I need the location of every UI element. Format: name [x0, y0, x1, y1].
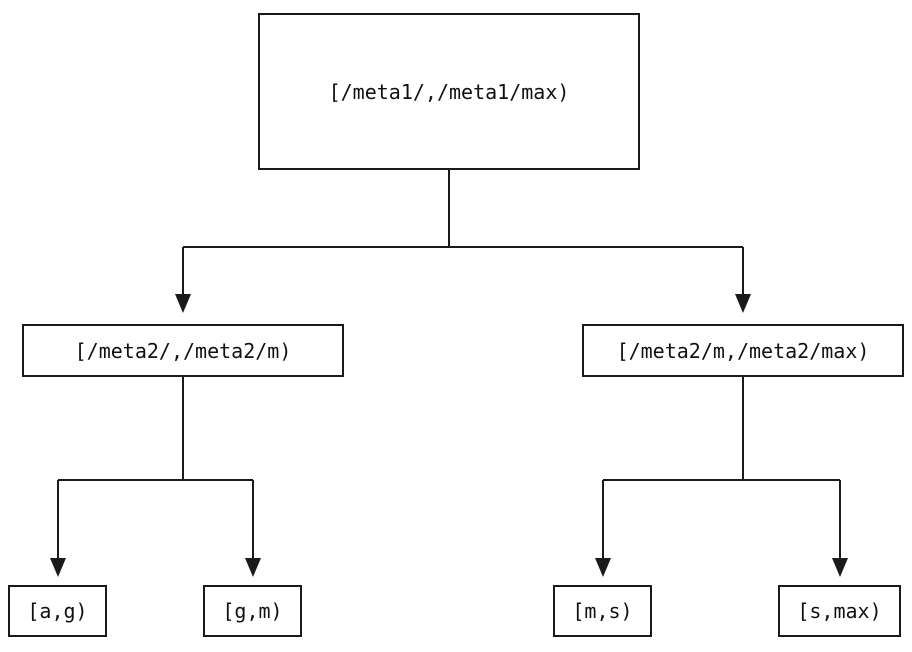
arrowhead-down-icon: [245, 558, 261, 577]
tree-node-label: [/meta1/,/meta1/max): [328, 79, 570, 104]
tree-node-label: [/meta2/m,/meta2/max): [616, 338, 870, 363]
arrowhead-down-icon: [595, 558, 611, 577]
tree-node-label: [g,m): [222, 599, 283, 623]
tree-node-label: [/meta2/,/meta2/m): [74, 338, 292, 363]
tree-node-meta2-low: [/meta2/,/meta2/m): [22, 324, 344, 377]
tree-node-leaf-ms: [m,s): [553, 585, 652, 637]
tree-node-label: [a,g): [27, 599, 88, 623]
arrowhead-down-icon: [50, 558, 66, 577]
tree-node-label: [s,max): [797, 599, 882, 623]
tree-node-label: [m,s): [572, 599, 633, 623]
tree-node-meta2-high: [/meta2/m,/meta2/max): [582, 324, 904, 377]
arrowhead-down-icon: [735, 294, 751, 313]
tree-node-leaf-gm: [g,m): [203, 585, 302, 637]
tree-node-root: [/meta1/,/meta1/max): [258, 13, 640, 170]
arrowhead-down-icon: [175, 294, 191, 313]
tree-node-leaf-smax: [s,max): [778, 585, 901, 637]
tree-node-leaf-ag: [a,g): [8, 585, 107, 637]
arrowhead-down-icon: [832, 558, 848, 577]
